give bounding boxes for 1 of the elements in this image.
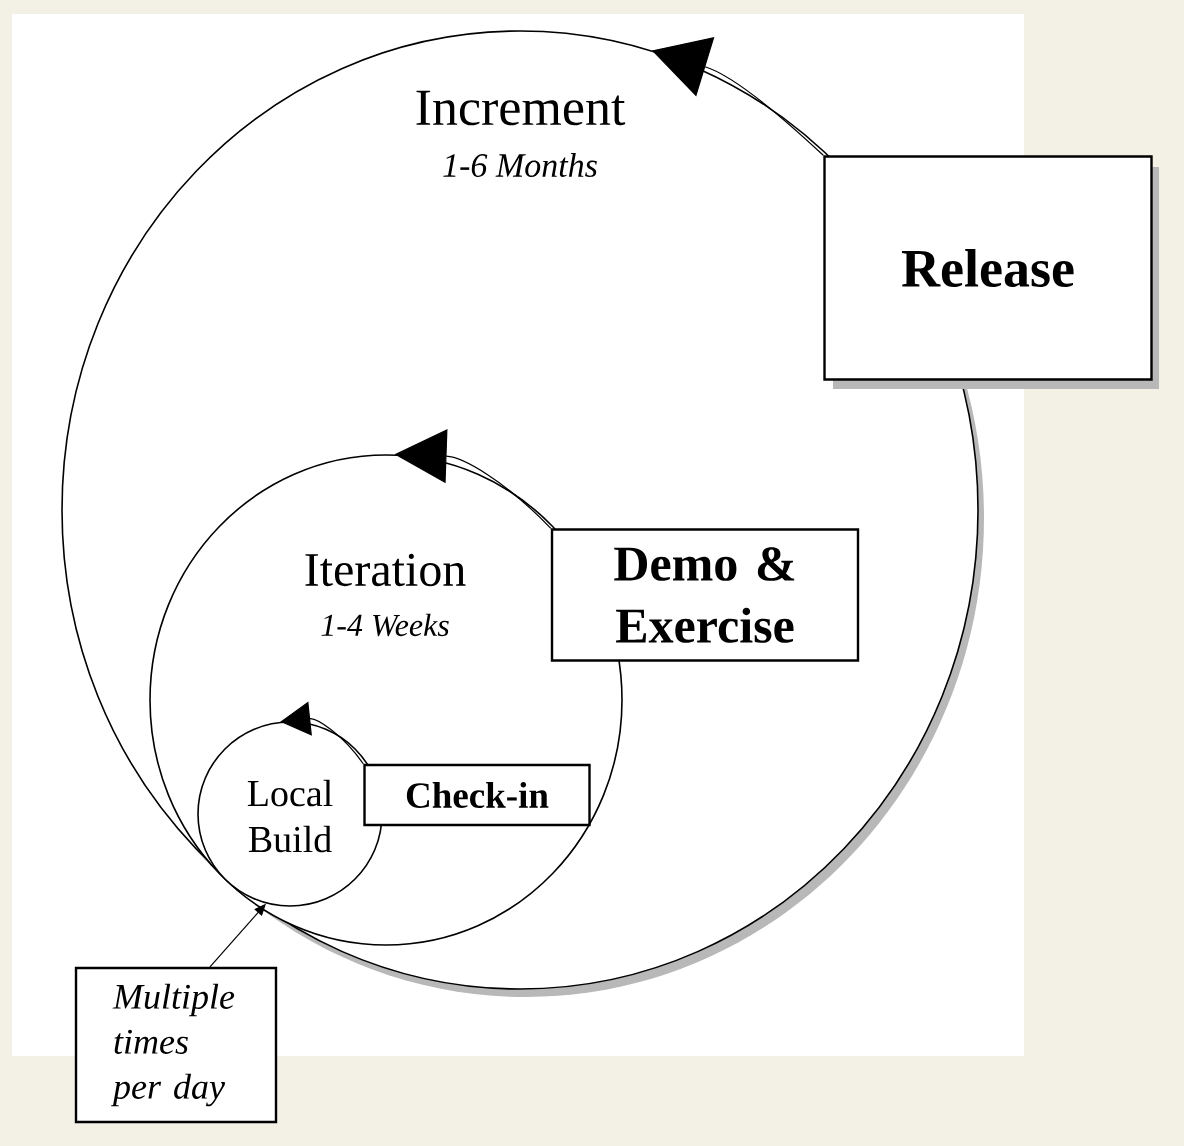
note-box: Multiple times per day: [74, 966, 278, 1124]
